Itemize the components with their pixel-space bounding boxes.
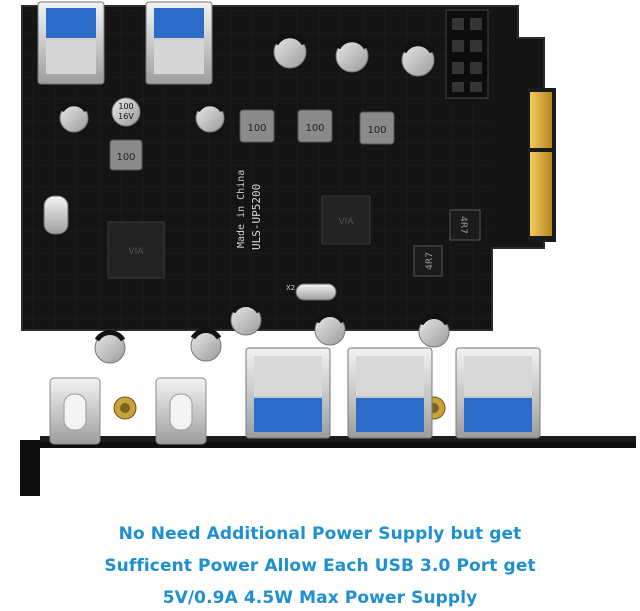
power-resistor: 4R7 xyxy=(449,209,481,241)
crystal-oscillator xyxy=(43,195,69,235)
inductor: 100 xyxy=(239,109,275,143)
model-silkscreen: ULS-UP5200 xyxy=(250,184,263,250)
caption-line-2: Sufficent Power Allow Each USB 3.0 Port … xyxy=(104,556,536,576)
capacitor xyxy=(59,102,89,133)
usb-c-port xyxy=(49,377,101,445)
usb-port-bottom xyxy=(245,347,331,439)
usb-port-bottom xyxy=(347,347,433,439)
capacitor xyxy=(190,327,222,362)
capacitor xyxy=(314,311,346,346)
ic-chip: VIA xyxy=(107,221,165,279)
inductor: 100 xyxy=(297,109,333,143)
made-in-silkscreen: Made in China xyxy=(236,170,247,248)
inductor-label: 100 xyxy=(116,152,135,163)
usb-port-bottom xyxy=(455,347,541,439)
usb-c-port xyxy=(155,377,207,445)
inductor-label: 100 xyxy=(247,123,266,134)
metal-bracket xyxy=(20,436,636,496)
capacitor-voltage: 16V xyxy=(118,112,134,121)
caption-line-3: 5V/0.9A 4.5W Max Power Supply xyxy=(162,588,478,608)
inductor: 100 xyxy=(359,111,395,145)
crystal-label: X2 xyxy=(286,284,295,292)
capacitor xyxy=(335,37,369,73)
crystal-small: X2 xyxy=(286,283,337,301)
caption-line-1: No Need Additional Power Supply but get xyxy=(118,524,522,544)
capacitor: 100 16V xyxy=(111,97,141,127)
power-resistor: 4R7 xyxy=(413,245,443,277)
capacitor xyxy=(401,41,435,77)
ic-mark: VIA xyxy=(339,217,355,227)
capacitor-label: 100 xyxy=(118,102,133,111)
resistor-label: 4R7 xyxy=(425,252,435,270)
ic-mark: VIA xyxy=(129,247,145,257)
pcie-gold-fingers xyxy=(528,88,556,242)
ic-chip: VIA xyxy=(321,195,371,245)
usb-port-top-right xyxy=(145,1,213,85)
usb-expansion-card-photo: 100 16V 100 100 100 100 VIA VIA ULS-UP52… xyxy=(20,1,636,496)
capacitor xyxy=(195,102,225,133)
resistor-label: 4R7 xyxy=(458,216,468,234)
inductor-label: 100 xyxy=(367,125,386,136)
inductor: 100 xyxy=(109,139,143,171)
screw xyxy=(113,396,137,420)
inductor-label: 100 xyxy=(305,123,324,134)
capacitor xyxy=(94,329,126,364)
header-pins xyxy=(445,9,489,99)
capacitor xyxy=(230,301,262,336)
usb-port-top-left xyxy=(37,1,105,85)
capacitor xyxy=(418,313,450,348)
capacitor xyxy=(273,33,307,69)
